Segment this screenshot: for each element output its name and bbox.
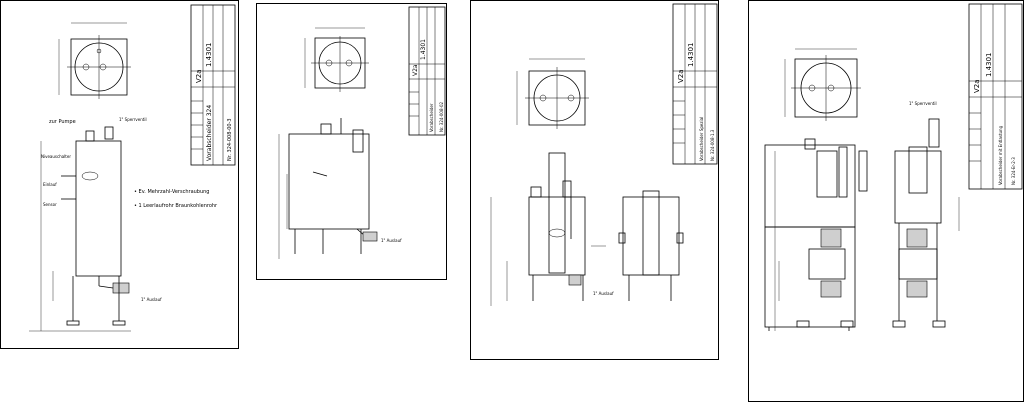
side-view-body xyxy=(894,150,942,224)
title-material: V2a xyxy=(412,64,419,76)
tank-body xyxy=(75,140,122,277)
note-2: • 1 Leerlaufrohr Braunkohlenrohr xyxy=(134,203,218,209)
title-number: Nr. 324-008-1.3 xyxy=(710,129,715,161)
outlet-valve xyxy=(362,231,378,242)
label-outlet: 1" Auslauf xyxy=(593,291,614,296)
frame-stand xyxy=(764,226,856,328)
tank-body xyxy=(764,144,856,228)
title-name: Vorabscheider xyxy=(429,103,434,132)
label-level-switch: Niveauschalter xyxy=(41,154,71,159)
title-material: V2a xyxy=(677,69,685,83)
label-pump: zur Pumpe xyxy=(49,119,76,125)
title-grade: 1.4301 xyxy=(985,53,993,78)
sheet-2-drawing: V2a 1.4301 Vorabscheider Nr. 324-008-02 … xyxy=(278,6,446,259)
title-number: Nr. 324-008-02 xyxy=(439,101,444,132)
title-name: Vorabscheider 324 xyxy=(206,105,213,161)
title-grade: 1.4301 xyxy=(687,43,695,68)
tank-body xyxy=(288,133,370,230)
title-block-frame xyxy=(968,3,1023,190)
outlet-valve xyxy=(568,274,582,286)
sheet-4-drawing: V2a 1.4301 Vorabscheider mit Entlastung … xyxy=(764,3,1023,331)
title-material: V2a xyxy=(973,79,981,93)
title-material: V2a xyxy=(195,69,203,83)
sheet-1-drawing: V2a 1.4301 Vorabscheider 324 Nr. 324-008… xyxy=(29,4,236,332)
label-valve: 1" Sperrventil xyxy=(119,117,147,122)
title-name: Vorabscheider Spezial xyxy=(699,117,704,161)
title-number: Nr. 324-Er-2-3 xyxy=(1011,157,1016,185)
drawing-sheet-1: V2a 1.4301 Vorabscheider 324 Nr. 324-008… xyxy=(0,0,239,349)
title-number: Nr. 324-008-00-3 xyxy=(227,118,233,161)
label-outlet: 1" Auslauf xyxy=(381,238,402,243)
side-view-body xyxy=(622,196,680,276)
drawing-sheet-2: V2a 1.4301 Vorabscheider Nr. 324-008-02 … xyxy=(256,3,447,280)
outlet-valve xyxy=(112,282,130,294)
sheet-3-drawing: V2a 1.4301 Vorabscheider Spezial Nr. 324… xyxy=(490,3,718,306)
outlet-valve xyxy=(820,280,842,298)
label-sensor: Sensor xyxy=(43,202,57,207)
title-grade: 1.4301 xyxy=(420,39,427,60)
title-name: Vorabscheider mit Entlastung xyxy=(998,125,1003,185)
note-1: • Ev. Mehrzahl-Verschraubung xyxy=(134,189,209,195)
drawing-sheet-3: V2a 1.4301 Vorabscheider Spezial Nr. 324… xyxy=(470,0,719,360)
tank-body xyxy=(528,196,586,276)
drawing-sheet-4: V2a 1.4301 Vorabscheider mit Entlastung … xyxy=(748,0,1024,402)
label-outlet: 1" Auslauf xyxy=(141,297,162,302)
label-valve: 1" Sperrventil xyxy=(909,101,937,106)
lower-valve xyxy=(820,228,842,248)
label-inlet: Einlauf xyxy=(43,182,57,187)
title-grade: 1.4301 xyxy=(205,43,213,68)
